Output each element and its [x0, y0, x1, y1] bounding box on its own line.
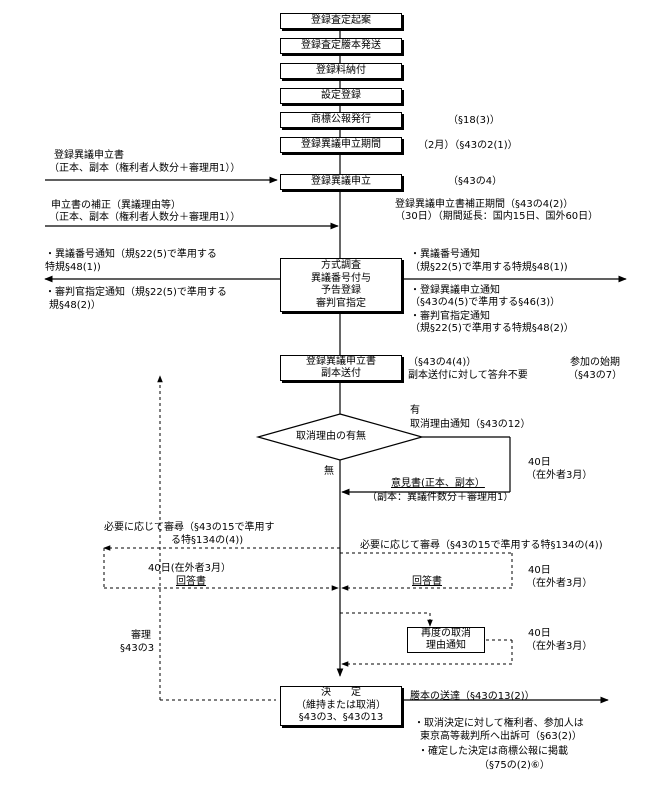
flow-box-label: 商標公報発行 — [311, 114, 371, 125]
flow-box-settei: 設定登録 — [280, 88, 402, 104]
days40-d-line1: 40日 — [528, 628, 551, 639]
flow-box-label: 設定登録 — [321, 90, 361, 101]
kaitousho-label: 回答書 — [412, 576, 442, 587]
days40-c-line2: （在外者3月） — [526, 578, 593, 589]
shinri-line2: §43の3 — [120, 643, 155, 654]
right-n3-line2: （規§22(5)で準用する特規§48(2)） — [410, 323, 574, 334]
input-hosei-line1: 申立書の補正（異議理由等） — [51, 200, 181, 211]
right-n1-line2: （規§22(5)で準用する特規§48(1)) — [410, 262, 568, 273]
fukuhon-ref-line2: 副本送付に対して答弁不要 — [408, 370, 528, 381]
decision-label: 取消理由の有無 — [296, 431, 366, 442]
left-shinpan-line2: 規§48(2)） — [49, 300, 101, 311]
days40-a-line2: （在外者3月） — [526, 470, 593, 481]
ref-kikan: （2月）（§43の2(1)） — [418, 140, 518, 151]
flow-box-nouhu: 登録料納付 — [280, 63, 402, 79]
ref-moushitate: （§43の4） — [448, 176, 503, 187]
shinjin-right: 必要に応じて審尋（§43の15で準用する特§134の(4)) — [360, 540, 603, 551]
days40-b-line1: 40日(在外者3月） — [148, 563, 231, 574]
right-n2-line1: ・登録異議申立通知 — [410, 285, 500, 296]
shinri-line1: 審理 — [131, 630, 151, 641]
flow-box-kikan: 登録異議申立期間 — [280, 137, 402, 153]
right-n1-line1: ・異議番号通知 — [410, 249, 480, 260]
footer-line4: （§75の(2)⑥） — [479, 760, 550, 771]
hoshiki-line: 審判官指定 — [316, 297, 366, 309]
shinjin-left-line1: 必要に応じて審尋（§43の15で準用す — [104, 522, 275, 533]
days40-c-line1: 40日 — [528, 565, 551, 576]
fukuhon-ref-line1: （§43の4(4)） — [408, 357, 477, 368]
touhon-soutatsu: 謄本の送達（§43の13(2)） — [410, 691, 535, 702]
saido-line: 再度の取消 — [421, 628, 471, 639]
ref-kouhou: （§18(3)） — [448, 115, 500, 126]
torikeshi-notice: 取消理由通知（§43の12） — [410, 419, 531, 430]
flow-box-label: 登録異議申立 — [311, 176, 371, 187]
flow-box-kouhou: 商標公報発行 — [280, 112, 402, 128]
kettei-line: （維持または取消） — [296, 699, 386, 711]
flow-box-hoshiki: 方式調査 異議番号付与 予告登録 審判官指定 — [280, 258, 402, 312]
note-hosei-kikan-line2: （30日）（期間延長：国内15日、国外60日） — [395, 211, 599, 222]
input-sho-line2: （正本、副本（権利者人数分＋審理用1）） — [49, 163, 241, 174]
flow-box-moushitate: 登録異議申立 — [280, 174, 402, 190]
flow-box-label: 登録料納付 — [316, 65, 366, 76]
flow-box-touhon-hassou: 登録査定謄本発送 — [280, 38, 402, 54]
footer-line2: 東京高等裁判所へ出訴可（§63(2)） — [420, 731, 582, 742]
yes-label: 有 — [410, 405, 420, 416]
fukuhon-line: 副本送付 — [321, 368, 361, 379]
flow-box-satei-kian: 登録査定起案 — [280, 13, 402, 29]
days40-a-line1: 40日 — [528, 457, 551, 468]
shinjin-left-line2: る特§134の(4)) — [171, 535, 244, 546]
ikensho-line1: 意見書(正本、副本） — [391, 478, 485, 489]
saido-line: 理由通知 — [426, 640, 466, 651]
input-sho-line1: 登録異議申立書 — [54, 150, 124, 161]
hoshiki-line: 予告登録 — [321, 285, 361, 296]
flow-box-label: 登録査定謄本発送 — [301, 40, 381, 51]
sanka-line2: （§43の7） — [568, 370, 623, 381]
footer-line3: ・確定した決定は商標公報に掲載 — [418, 746, 568, 757]
footer-line1: ・取消決定に対して権利者、参加人は — [414, 718, 584, 729]
input-hosei-line2: （正本、副本（権利者人数分＋審理用1）） — [49, 212, 241, 223]
fukuhon-line: 登録異議申立書 — [306, 356, 376, 367]
right-n2-line2: （§43の4(5)で準用する§46(3)） — [410, 297, 561, 308]
left-shinpan-line1: ・審判官指定通知（規§22(5)で準用する — [45, 287, 227, 298]
days40-d-line2: （在外者3月） — [526, 641, 593, 652]
flow-box-kettei: 決 定 （維持または取消） §43の3、§43の13 — [280, 686, 402, 726]
note-hosei-kikan-line1: 登録異議申立書補正期間（§43の4(2)） — [395, 199, 574, 210]
flow-box-fukuhon: 登録異議申立書 副本送付 — [280, 355, 402, 381]
left-bango-line2: 特規§48(1)) — [45, 262, 101, 273]
hoshiki-line: 異議番号付与 — [311, 272, 371, 284]
hoshiki-line: 方式調査 — [321, 260, 361, 271]
no-label: 無 — [324, 466, 334, 477]
left-bango-line1: ・異議番号通知（規§22(5)で準用する — [45, 249, 217, 260]
days40-b-line2: 回答書 — [176, 576, 206, 587]
decision-diamond — [255, 413, 425, 461]
flow-box-label: 登録異議申立期間 — [301, 139, 381, 150]
sanka-line1: 参加の始期 — [570, 357, 620, 368]
kettei-line: 決 定 — [321, 687, 361, 699]
kettei-line: §43の3、§43の13 — [298, 712, 384, 724]
ikensho-line2: （副本：異議件数分＋審理用1） — [367, 492, 514, 503]
saido-box: 再度の取消 理由通知 — [407, 627, 485, 653]
right-n3-line1: ・審判官指定通知 — [410, 311, 490, 322]
flow-box-label: 登録査定起案 — [311, 15, 371, 26]
